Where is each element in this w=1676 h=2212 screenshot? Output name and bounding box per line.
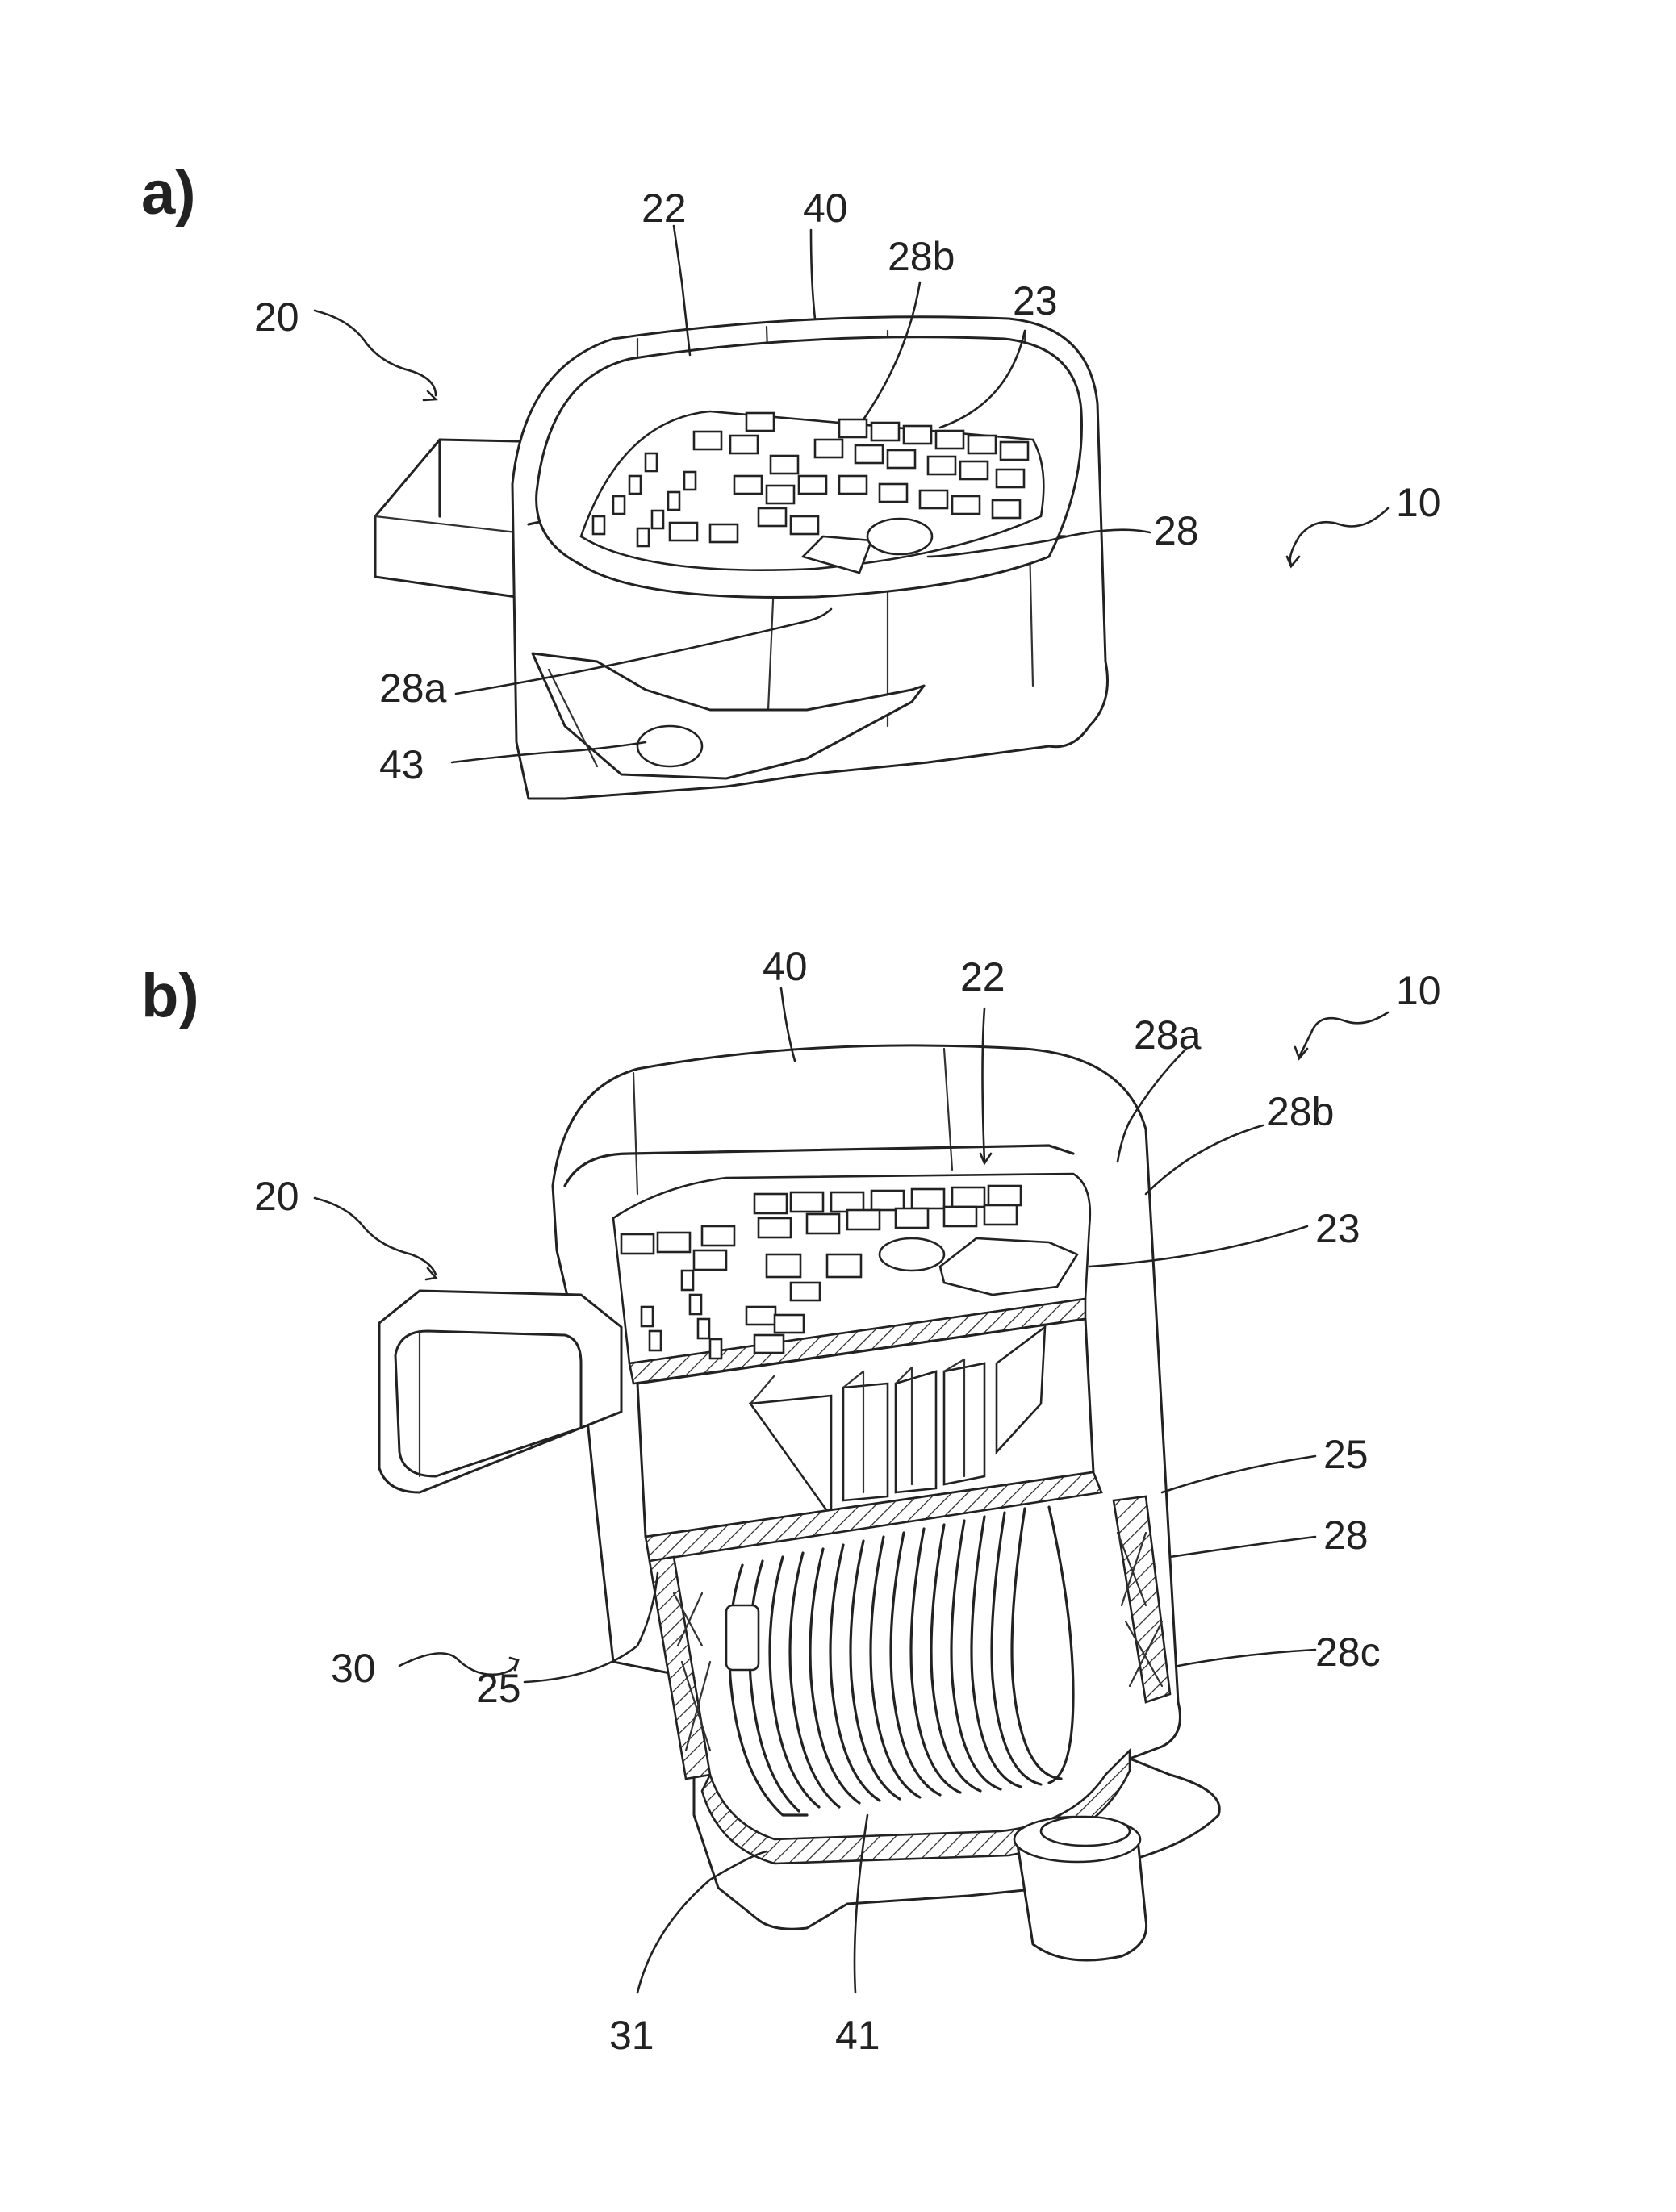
ref-a-40: 40	[803, 186, 848, 231]
ref-a-28a: 28a	[379, 666, 447, 711]
ref-b-22: 22	[960, 954, 1005, 1000]
ref-b-28a: 28a	[1134, 1012, 1202, 1058]
ref-b-31: 31	[609, 2013, 654, 2058]
panel-b-stud	[1014, 1817, 1147, 1960]
ref-b-25-left: 25	[476, 1666, 521, 1711]
ref-b-23: 23	[1315, 1206, 1360, 1251]
panel-a-label: a)	[141, 159, 196, 227]
ref-b-40: 40	[763, 944, 808, 989]
ref-b-20: 20	[254, 1174, 299, 1219]
ref-a-22: 22	[642, 186, 687, 231]
panel-a: a)	[141, 159, 1441, 799]
ref-a-28: 28	[1154, 508, 1199, 553]
panel-b-connector	[379, 1291, 621, 1492]
ref-b-41: 41	[835, 2013, 880, 2058]
ref-b-28b: 28b	[1267, 1089, 1334, 1134]
panel-b-label: b)	[141, 962, 199, 1030]
ref-b-25-right: 25	[1323, 1432, 1369, 1477]
ref-a-43: 43	[379, 742, 424, 787]
ref-b-28: 28	[1323, 1513, 1369, 1558]
ref-b-28c: 28c	[1315, 1630, 1381, 1675]
ref-a-20: 20	[254, 294, 299, 340]
panel-b: b)	[141, 944, 1441, 2058]
ref-b-10: 10	[1396, 968, 1441, 1013]
ref-a-23: 23	[1013, 278, 1058, 323]
ref-a-10: 10	[1396, 480, 1441, 525]
ref-a-28b: 28b	[888, 234, 955, 279]
ref-b-30: 30	[331, 1646, 376, 1691]
